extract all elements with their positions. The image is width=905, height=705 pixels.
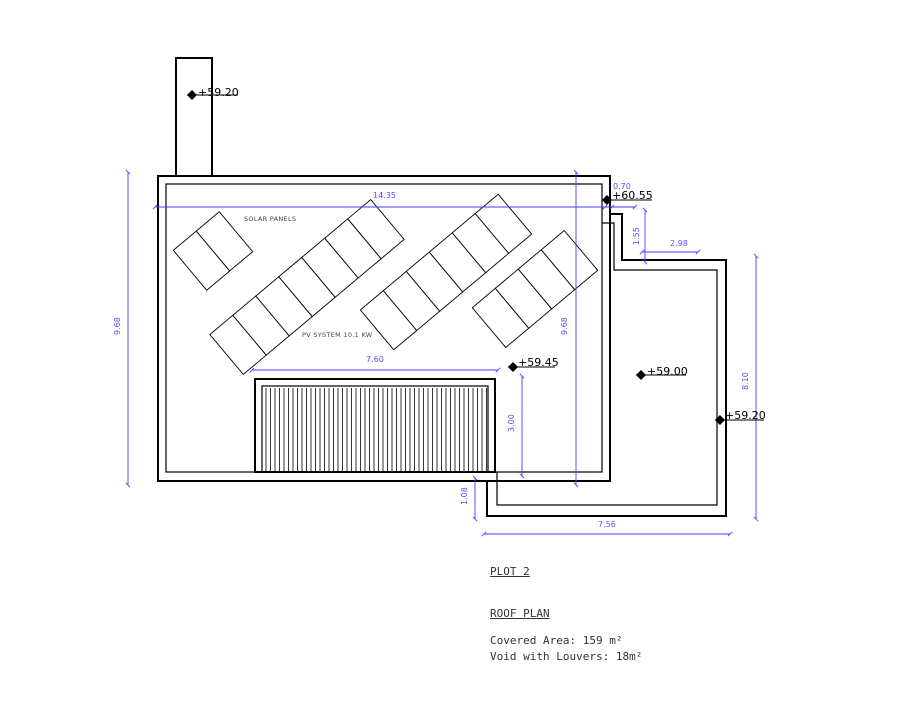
dim-left-height: 9.68 (113, 317, 122, 335)
solar-panel-array (172, 211, 254, 291)
svg-text:+59.20: +59.20 (198, 86, 239, 99)
solar-panel-array (359, 193, 533, 351)
svg-text:+59.20: +59.20 (725, 409, 766, 422)
solar-panel-array (471, 229, 599, 349)
level-marker-roof-corner: +60.55 (602, 189, 653, 205)
dim-annex-height: 8.10 (741, 372, 750, 390)
annex-roof-outer (486, 213, 727, 517)
dim-annex-top: 2.98 (670, 239, 688, 248)
level-marker-chimney: +59.20 (187, 86, 239, 100)
covered-area-text: Covered Area: 159 m² (490, 634, 623, 647)
dim-bottom-offset: 1.08 (460, 487, 469, 505)
plan-title: ROOF PLAN (490, 607, 550, 620)
louver-void (254, 378, 496, 473)
dim-void-width: 7.60 (366, 355, 384, 364)
label-pv-system: PV SYSTEM 10.1 KW (302, 331, 373, 339)
dim-step-height: 1.55 (632, 227, 641, 245)
level-marker-lower-roof: +59.00 (636, 365, 688, 380)
annex-roof-inner (496, 222, 718, 506)
dim-overall-width: 14.35 (373, 191, 396, 200)
svg-text:+59.45: +59.45 (518, 356, 559, 369)
main-roof-outer (157, 175, 611, 482)
dim-offset-top: 0.70 (613, 182, 631, 191)
solar-panel (540, 229, 599, 291)
level-marker-lower-roof-edge: +59.20 (715, 409, 766, 425)
svg-text:+59.00: +59.00 (647, 365, 688, 378)
dimension-lines (125, 169, 759, 537)
plot-title: PLOT 2 (490, 565, 530, 578)
chimney (175, 57, 213, 177)
dim-void-height: 3.00 (507, 414, 516, 432)
dim-inner-height: 9.68 (560, 317, 569, 335)
solar-panel-array (209, 198, 405, 376)
svg-text:+60.55: +60.55 (612, 189, 653, 202)
label-solar-panels: SOLAR PANELS (244, 215, 296, 223)
level-marker-void-edge: +59.45 (508, 356, 559, 372)
dim-annex-bottom: 7.56 (598, 520, 616, 529)
void-area-text: Void with Louvers: 18m² (490, 650, 643, 663)
louver-slats (265, 388, 487, 472)
solar-panel-arrays (172, 193, 599, 376)
solar-panel (195, 211, 254, 272)
